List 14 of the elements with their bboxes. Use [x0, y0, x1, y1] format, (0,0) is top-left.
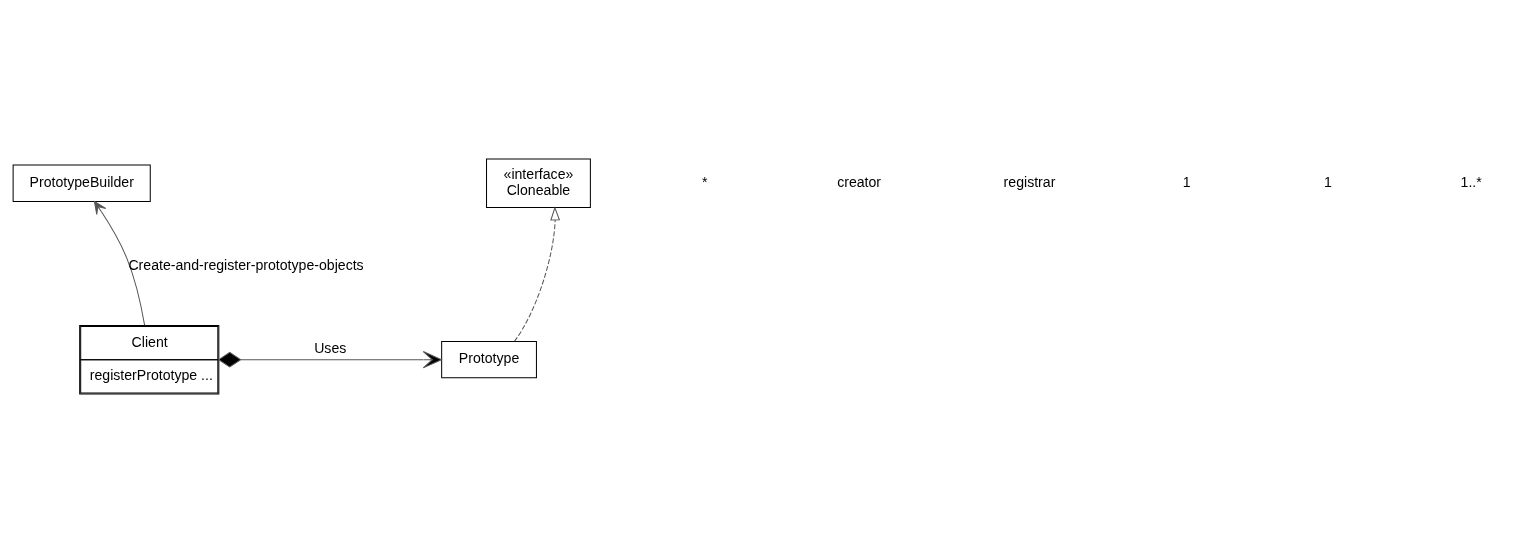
- label: 1..*: [1460, 173, 1482, 190]
- label: *: [702, 173, 708, 190]
- label: 1: [1324, 173, 1332, 190]
- edge-label: Uses: [314, 339, 347, 356]
- node-box: «interface» Cloneable: [486, 158, 591, 208]
- node-box: Prototype: [441, 340, 537, 378]
- label: creator: [837, 173, 882, 190]
- node-box: PrototypeBuilder: [12, 164, 151, 202]
- label: 1: [1182, 173, 1191, 190]
- edge-label: Create-and-register-prototype-objects: [128, 256, 364, 273]
- arrow: [513, 205, 561, 342]
- arrow: [93, 200, 146, 326]
- arrow: [217, 350, 442, 368]
- label: registrar: [1003, 173, 1056, 190]
